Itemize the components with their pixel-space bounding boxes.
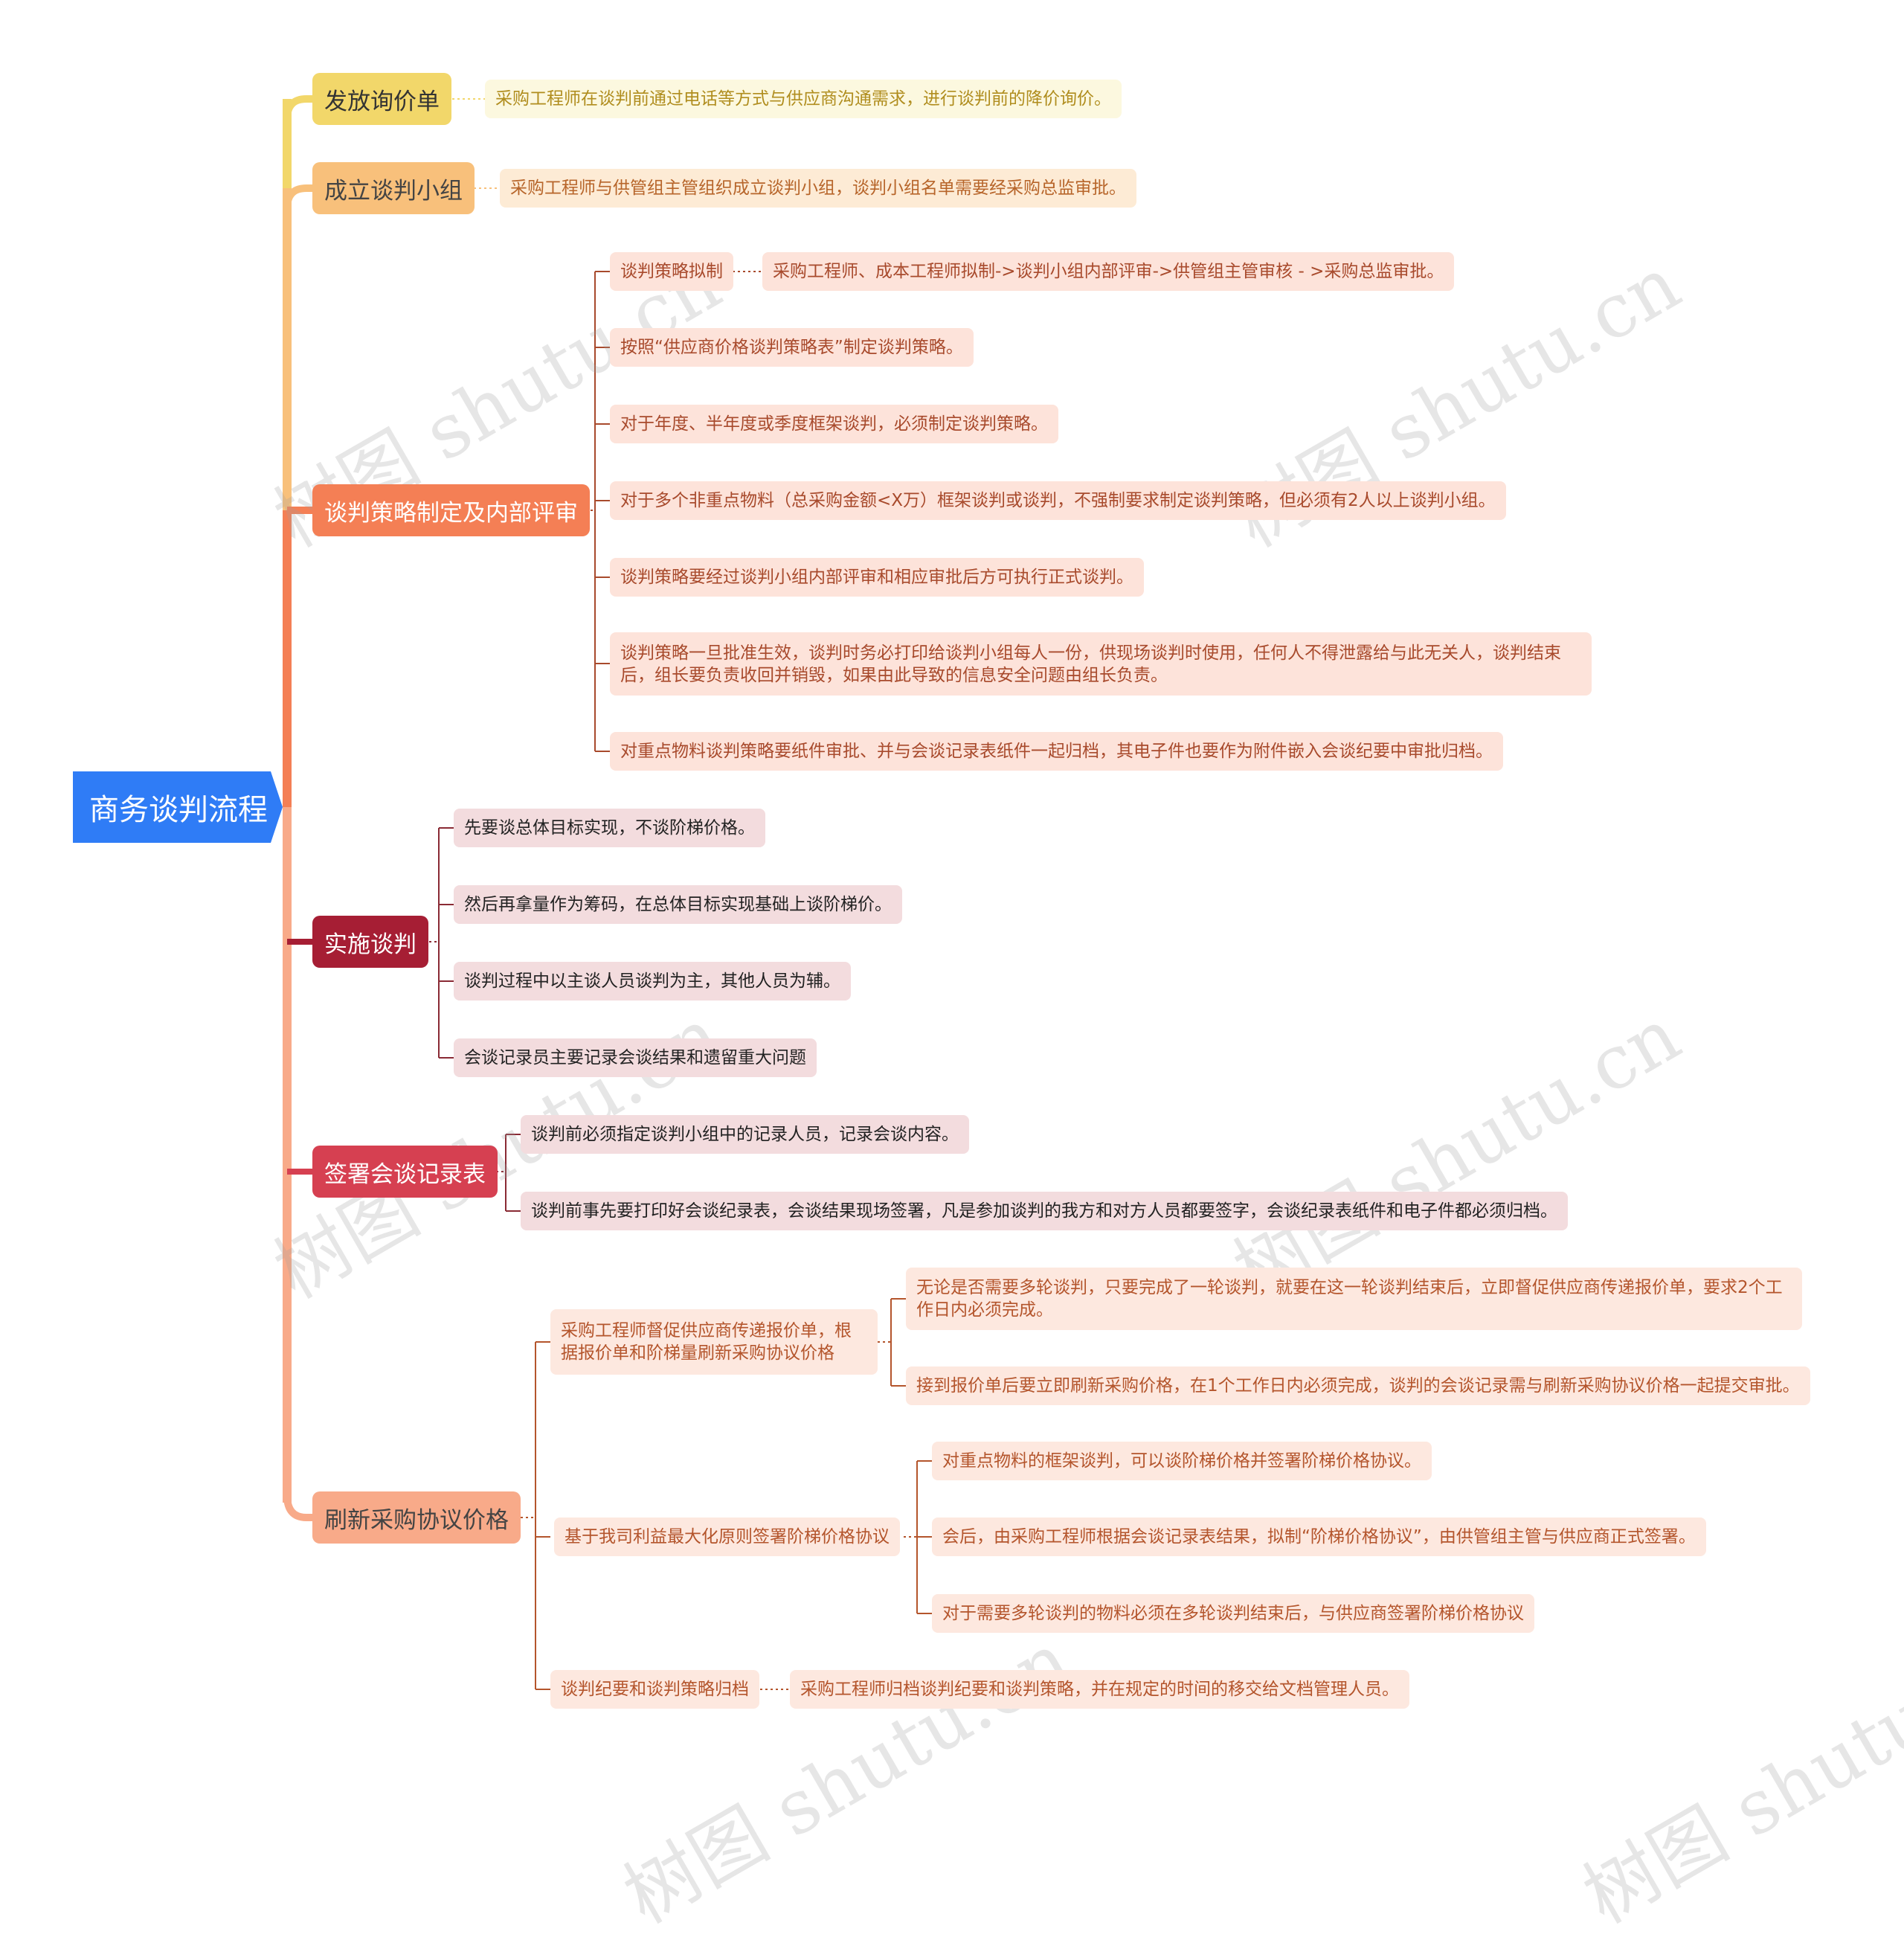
branch-label: 签署会谈记录表 [324, 1160, 486, 1188]
leaf-text: 谈判前事先要打印好会谈纪录表，会谈结果现场签署，凡是参加谈判的我方和对方人员都要… [531, 1201, 1557, 1221]
connector [283, 184, 312, 209]
leaf-record-person[interactable]: 谈判前必须指定谈判小组中的记录人员，记录会谈内容。 [521, 1115, 969, 1154]
leaf-archive-minutes-detail[interactable]: 采购工程师归档谈判纪要和谈判策略，并在规定的时间的移交给文档管理人员。 [790, 1670, 1409, 1709]
leaf-form-team[interactable]: 采购工程师与供管组主管组织成立谈判小组，谈判小组名单需要经采购总监审批。 [500, 169, 1136, 208]
leaf-text: 基于我司利益最大化原则签署阶梯价格协议 [565, 1527, 890, 1547]
leaf-text: 先要谈总体目标实现，不谈阶梯价格。 [464, 818, 755, 838]
leaf-text: 按照“供应商价格谈判策略表”制定谈判策略。 [620, 338, 963, 357]
leaf-text: 谈判策略要经过谈判小组内部评审和相应审批后方可执行正式谈判。 [620, 568, 1133, 587]
leaf-text: 对于年度、半年度或季度框架谈判，必须制定谈判策略。 [620, 414, 1048, 434]
leaf-text: 采购工程师归档谈判纪要和谈判策略，并在规定的时间的移交给文档管理人员。 [800, 1680, 1399, 1699]
leaf-text: 采购工程师、成本工程师拟制->谈判小组内部评审->供管组主管审核 - >采购总监… [773, 262, 1444, 281]
leaf-issue-inquiry[interactable]: 采购工程师在谈判前通过电话等方式与供应商沟通需求，进行谈判前的降价询价。 [485, 80, 1122, 118]
root-label: 商务谈判流程 [89, 793, 268, 827]
leaf-negotiate-recorder[interactable]: 会谈记录员主要记录会谈结果和遗留重大问题 [454, 1038, 817, 1077]
leaf-strategy-drafting[interactable]: 谈判策略拟制 [610, 252, 733, 291]
leaf-strategy-framework[interactable]: 对于年度、半年度或季度框架谈判，必须制定谈判策略。 [610, 405, 1058, 443]
leaf-strategy-review[interactable]: 谈判策略要经过谈判小组内部评审和相应审批后方可执行正式谈判。 [610, 558, 1144, 597]
branch-form-team[interactable]: 成立谈判小组 [312, 162, 475, 214]
leaf-tier-key[interactable]: 对重点物料的框架谈判，可以谈阶梯价格并签署阶梯价格协议。 [932, 1442, 1432, 1480]
leaf-strategy-security[interactable]: 谈判策略一旦批准生效，谈判时务必打印给谈判小组每人一份，供现场谈判时使用，任何人… [610, 632, 1592, 696]
branch-negotiate[interactable]: 实施谈判 [312, 916, 428, 968]
branch-label: 实施谈判 [324, 931, 416, 958]
leaf-text: 无论是否需要多轮谈判，只要完成了一轮谈判，就要在这一轮谈判结束后，立即督促供应商… [916, 1278, 1783, 1320]
root-arrow-tip [271, 771, 283, 843]
leaf-negotiate-volume[interactable]: 然后再拿量作为筹码，在总体目标实现基础上谈阶梯价。 [454, 885, 902, 924]
leaf-text: 对重点物料谈判策略要纸件审批、并与会谈记录表纸件一起归档，其电子件也要作为附件嵌… [620, 742, 1493, 761]
leaf-refresh-quote-round[interactable]: 无论是否需要多轮谈判，只要完成了一轮谈判，就要在这一轮谈判结束后，立即督促供应商… [906, 1268, 1802, 1330]
leaf-strategy-drafting-detail[interactable]: 采购工程师、成本工程师拟制->谈判小组内部评审->供管组主管审核 - >采购总监… [762, 252, 1455, 291]
leaf-text: 采购工程师在谈判前通过电话等方式与供应商沟通需求，进行谈判前的降价询价。 [495, 89, 1111, 109]
leaf-text: 对重点物料的框架谈判，可以谈阶梯价格并签署阶梯价格协议。 [942, 1451, 1421, 1471]
leaf-text: 谈判策略拟制 [620, 262, 723, 281]
leaf-text: 采购工程师与供管组主管组织成立谈判小组，谈判小组名单需要经采购总监审批。 [510, 179, 1126, 198]
branch-label: 发放询价单 [324, 88, 440, 115]
connector [283, 1494, 312, 1521]
leaf-text: 然后再拿量作为筹码，在总体目标实现基础上谈阶梯价。 [464, 895, 892, 914]
leaf-refresh-quote[interactable]: 采购工程师督促供应商传递报价单，根据报价单和阶梯量刷新采购协议价格 [550, 1309, 878, 1375]
leaf-archive-minutes[interactable]: 谈判纪要和谈判策略归档 [550, 1670, 759, 1709]
leaf-text: 谈判前必须指定谈判小组中的记录人员，记录会谈内容。 [531, 1125, 959, 1144]
leaf-text: 会后，由采购工程师根据会谈记录表结果，拟制“阶梯价格协议”，由供管组主管与供应商… [942, 1527, 1696, 1547]
leaf-text: 会谈记录员主要记录会谈结果和遗留重大问题 [464, 1048, 806, 1067]
leaf-strategy-archive[interactable]: 对重点物料谈判策略要纸件审批、并与会谈记录表纸件一起归档，其电子件也要作为附件嵌… [610, 732, 1503, 771]
leaf-text: 接到报价单后要立即刷新采购价格，在1个工作日内必须完成，谈判的会谈记录需与刷新采… [916, 1376, 1800, 1396]
root-node[interactable]: 商务谈判流程 [73, 771, 271, 843]
leaf-negotiate-overall[interactable]: 先要谈总体目标实现，不谈阶梯价格。 [454, 809, 765, 847]
leaf-record-sign[interactable]: 谈判前事先要打印好会谈纪录表，会谈结果现场签署，凡是参加谈判的我方和对方人员都要… [521, 1192, 1568, 1230]
leaf-negotiate-lead[interactable]: 谈判过程中以主谈人员谈判为主，其他人员为辅。 [454, 962, 851, 1001]
leaf-text: 谈判纪要和谈判策略归档 [561, 1680, 749, 1699]
branch-sign-record[interactable]: 签署会谈记录表 [312, 1146, 498, 1198]
branch-label: 谈判策略制定及内部评审 [324, 499, 578, 527]
connector [283, 95, 312, 120]
branch-strategy[interactable]: 谈判策略制定及内部评审 [312, 484, 590, 536]
leaf-strategy-table[interactable]: 按照“供应商价格谈判策略表”制定谈判策略。 [610, 328, 974, 367]
leaf-tier-multiround[interactable]: 对于需要多轮谈判的物料必须在多轮谈判结束后，与供应商签署阶梯价格协议 [932, 1594, 1534, 1633]
leaf-text: 谈判过程中以主谈人员谈判为主，其他人员为辅。 [464, 972, 840, 991]
branch-refresh-price[interactable]: 刷新采购协议价格 [312, 1491, 521, 1544]
leaf-strategy-nonkey[interactable]: 对于多个非重点物料（总采购金额<X万）框架谈判或谈判，不强制要求制定谈判策略，但… [610, 481, 1506, 520]
leaf-text: 对于多个非重点物料（总采购金额<X万）框架谈判或谈判，不强制要求制定谈判策略，但… [620, 491, 1496, 510]
leaf-refresh-quote-update[interactable]: 接到报价单后要立即刷新采购价格，在1个工作日内必须完成，谈判的会谈记录需与刷新采… [906, 1366, 1810, 1405]
leaf-text: 谈判策略一旦批准生效，谈判时务必打印给谈判小组每人一份，供现场谈判时使用，任何人… [620, 643, 1561, 685]
connector-lines [283, 95, 932, 1690]
branch-label: 刷新采购协议价格 [324, 1506, 509, 1534]
branch-issue-inquiry[interactable]: 发放询价单 [312, 73, 451, 125]
leaf-text: 对于需要多轮谈判的物料必须在多轮谈判结束后，与供应商签署阶梯价格协议 [942, 1604, 1524, 1623]
leaf-tier-draft[interactable]: 会后，由采购工程师根据会谈记录表结果，拟制“阶梯价格协议”，由供管组主管与供应商… [932, 1518, 1706, 1556]
branch-label: 成立谈判小组 [324, 177, 463, 205]
leaf-tier-agreement[interactable]: 基于我司利益最大化原则签署阶梯价格协议 [554, 1518, 900, 1556]
leaf-text: 采购工程师督促供应商传递报价单，根据报价单和阶梯量刷新采购协议价格 [561, 1321, 852, 1363]
